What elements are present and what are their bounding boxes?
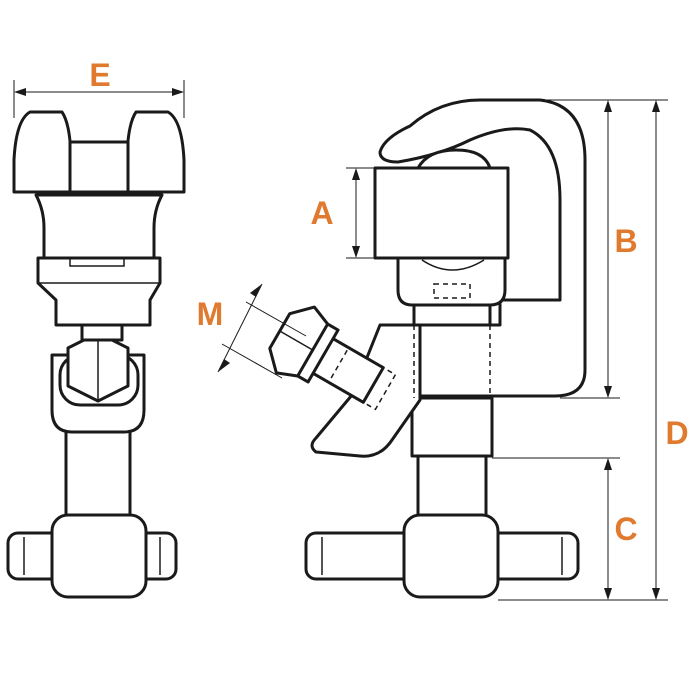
side-lower-jaw	[396, 256, 507, 307]
front-lower-jaw	[36, 256, 162, 327]
front-frame-body	[34, 193, 164, 260]
dimension-e	[13, 80, 185, 118]
dimension-a	[346, 167, 378, 259]
side-c-frame	[378, 98, 587, 398]
front-screw-shaft	[64, 428, 132, 522]
side-view	[268, 98, 587, 599]
label-a: A	[310, 195, 333, 231]
dimension-c	[492, 457, 668, 601]
side-screw-neck	[412, 303, 492, 327]
front-right-ear	[125, 110, 186, 194]
front-view	[6, 110, 186, 599]
side-collar	[410, 396, 494, 458]
dimension-m	[217, 283, 307, 379]
front-top-bridge	[68, 140, 130, 194]
label-e: E	[89, 57, 110, 93]
dimension-b	[540, 99, 620, 399]
side-upper-jaw	[373, 166, 510, 260]
side-upper-jaw-groove	[416, 148, 492, 170]
label-d: D	[665, 415, 688, 451]
side-lower-screw	[416, 453, 488, 527]
side-jaw-hidden-pin	[433, 283, 471, 299]
label-m: M	[197, 296, 224, 332]
front-left-ear	[12, 110, 73, 194]
front-handle-boss	[50, 513, 148, 599]
side-angled-bolt	[268, 305, 397, 411]
label-c: C	[614, 511, 637, 547]
label-b: B	[614, 223, 637, 259]
dimension-d	[620, 99, 668, 600]
side-handle-boss	[402, 513, 500, 599]
